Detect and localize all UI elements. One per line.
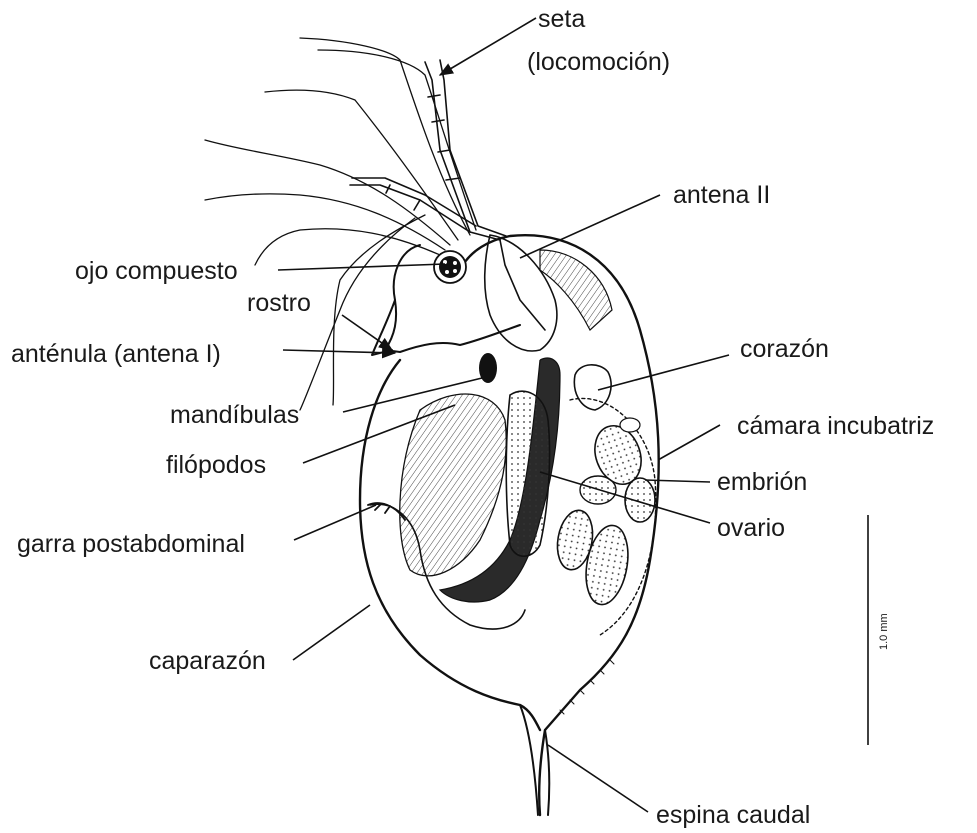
embryo xyxy=(625,478,655,522)
label-corazon: corazón xyxy=(740,335,829,363)
label-filopodos: filópodos xyxy=(166,451,266,479)
antenna-ii-arm xyxy=(350,60,545,330)
scale-bar-label: 1.0 mm xyxy=(878,613,890,650)
label-seta: seta xyxy=(538,5,585,33)
label-ojo-compuesto: ojo compuesto xyxy=(75,257,238,285)
filopods xyxy=(400,394,507,576)
label-mandibulas: mandíbulas xyxy=(170,401,299,429)
compound-eye xyxy=(434,251,466,283)
label-antena-ii: antena II xyxy=(673,181,770,209)
label-espina-caudal: espina caudal xyxy=(656,801,810,829)
label-camara-incubatriz: cámara incubatriz xyxy=(737,412,934,440)
label-antenula: anténula (antena I) xyxy=(11,340,221,368)
antenna-setae xyxy=(205,38,476,410)
label-ovario: ovario xyxy=(717,514,785,542)
label-garra-postabdominal: garra postabdominal xyxy=(17,530,245,558)
label-locomocion: (locomoción) xyxy=(527,48,670,76)
label-rostro: rostro xyxy=(247,289,311,317)
scale-bar: 1.0 mm xyxy=(868,515,890,745)
label-caparazon: caparazón xyxy=(149,647,266,675)
label-embrion: embrión xyxy=(717,468,807,496)
rostrum xyxy=(372,300,395,355)
